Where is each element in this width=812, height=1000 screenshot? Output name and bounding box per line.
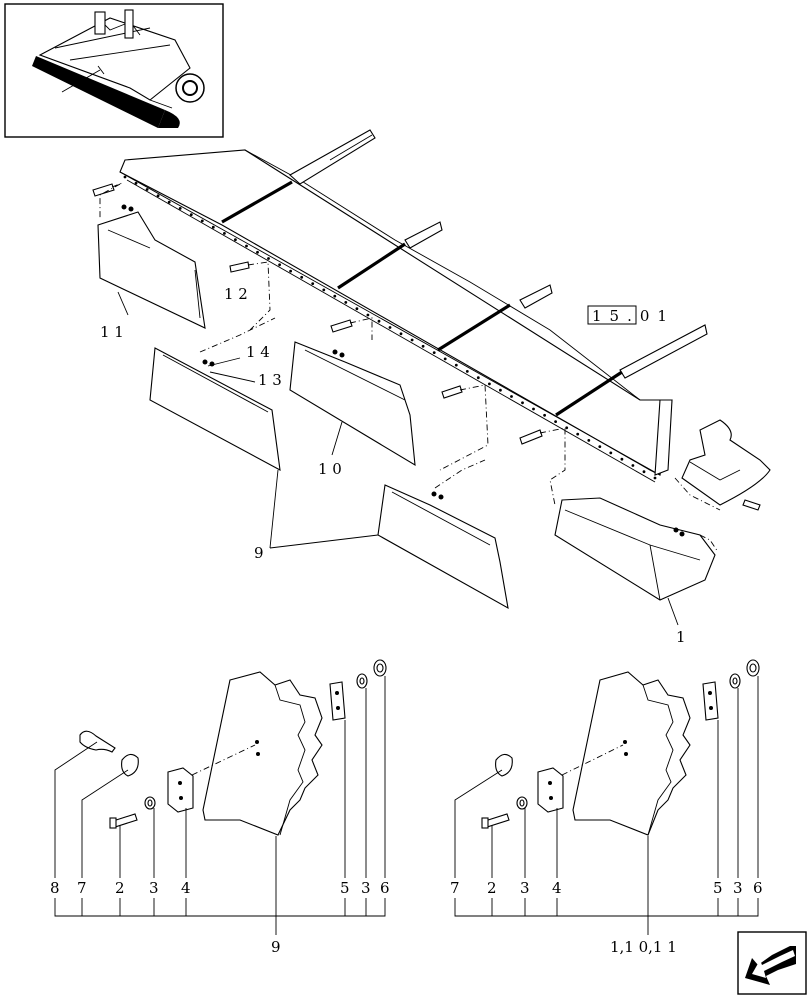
mounting-hole [234,238,237,242]
mounting-hole [289,269,292,273]
mounting-hole [543,413,546,417]
detail-right-num-5: 5 [713,879,723,897]
end-shield-right [674,419,771,511]
mounting-hole [454,363,458,367]
mounting-hole [278,263,281,267]
mounting-hole [167,200,171,204]
mounting-hole [267,257,270,260]
mounting-hole [178,207,182,210]
mounting-hole [642,470,646,474]
mounting-hole [532,407,535,411]
mounting-hole [587,439,591,442]
side-panel-11 [97,204,206,329]
mounting-hole [432,351,436,354]
mounting-hole [653,476,657,480]
mounting-hole [223,232,226,235]
callout-12: 1 2 [224,285,248,303]
detail-left-num-3b: 3 [361,879,371,897]
detail-right-num-3b: 3 [733,879,743,897]
detail-right-labels: 7 2 3 4 5 3 6 1,1 0,1 1 [450,879,763,956]
side-panel-13-14 [149,317,281,471]
mounting-hole [377,319,381,323]
detail-left-num-5: 5 [340,879,350,897]
mounting-hole [322,288,326,292]
mounting-hole [145,188,149,191]
mounting-hole [200,219,204,223]
detail-right-num-4: 4 [552,879,562,897]
side-panel-1 [554,497,719,601]
mounting-hole [245,244,248,248]
callout-10: 1 0 [318,460,342,478]
mounting-hole [465,370,469,373]
detail-left-num-2: 2 [115,879,125,897]
machine-overview-thumbnail [4,3,224,138]
detail-right [454,659,760,935]
detail-left-num-7: 7 [77,879,87,897]
mounting-hole [311,282,315,285]
detail-left-group-label: 9 [271,938,281,956]
mounting-hole [554,420,557,423]
mounting-hole [333,294,337,298]
mounting-hole [421,344,425,348]
main-callouts: 1 1 1 2 1 4 1 3 1 0 9 1 [100,285,686,646]
detail-left-labels: 8 7 2 3 4 5 3 6 9 [50,879,390,956]
mounting-hole [134,181,138,185]
mounting-hole [499,388,502,392]
mounting-hole [388,326,392,329]
callout-1: 1 [676,628,686,646]
mounting-hole [211,225,215,229]
mounting-hole [399,332,403,336]
main-leader-lines [117,291,679,626]
hardware-bolts [92,182,566,506]
detail-left [54,659,387,935]
callout-13: 1 3 [258,371,282,389]
detail-right-num-2: 2 [487,879,497,897]
side-panel-10 [289,341,416,467]
mounting-hole [476,376,480,380]
mounting-hole [521,401,524,405]
detail-right-num-3: 3 [520,879,530,897]
detail-right-num-7: 7 [450,879,460,897]
mounting-hole [300,275,304,279]
mounting-hole [366,313,370,317]
main-shield-assembly [119,129,708,483]
mounting-hole [631,464,635,467]
detail-left-num-4: 4 [181,879,191,897]
mounting-hole [189,213,193,217]
mounting-hole [620,457,624,461]
detail-right-group-label: 1,1 0,1 1 [610,938,677,956]
section-reference-code: 15.01 [592,307,675,325]
side-panel-9 [377,459,509,610]
mounting-hole [410,338,414,342]
mounting-hole [609,451,613,455]
arrow-back-icon [745,946,796,985]
mounting-hole [156,194,160,198]
mounting-hole [443,357,447,361]
mounting-hole [256,250,259,254]
callout-11: 1 1 [100,323,124,341]
mounting-hole [488,382,491,386]
mounting-hole [123,175,127,179]
mounting-hole [598,445,602,448]
detail-right-num-6: 6 [753,879,763,897]
detail-left-num-8: 8 [50,879,60,897]
callout-9: 9 [254,544,264,562]
callout-14: 1 4 [246,343,270,361]
mounting-hole [355,307,359,311]
mounting-hole [344,301,348,304]
mounting-hole [510,395,513,398]
back-navigation-button[interactable] [737,931,807,995]
mounting-hole [565,426,569,430]
detail-left-num-3: 3 [149,879,159,897]
section-reference[interactable]: 15.01 [587,305,675,325]
mounting-hole [576,432,580,436]
detail-left-num-6: 6 [380,879,390,897]
